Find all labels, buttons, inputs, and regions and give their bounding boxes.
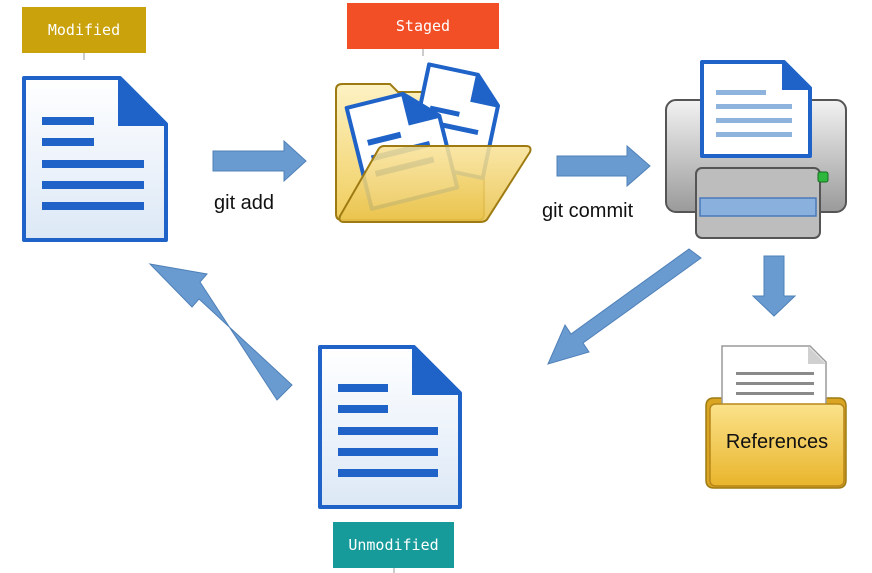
printer-icon	[665, 60, 847, 239]
modified-state-tag: Modified	[22, 7, 146, 53]
staged-open-folder-icon	[335, 62, 532, 223]
unmodified-document-icon	[318, 345, 462, 509]
staged-state-tag: Staged	[347, 3, 499, 49]
commit-to-unmodified-arrow	[547, 248, 702, 365]
git-add-label: git add	[214, 192, 275, 214]
git-commit-label: git commit	[542, 200, 634, 222]
edit-to-modified-arrow	[148, 263, 293, 401]
git-commit-arrow	[556, 144, 651, 188]
references-label: References	[725, 431, 829, 453]
unmodified-state-tag: Unmodified	[333, 522, 454, 568]
references-arrow	[751, 255, 797, 317]
references-folder-icon	[705, 345, 847, 489]
git-add-arrow	[212, 139, 307, 183]
modified-document-icon	[22, 76, 168, 242]
